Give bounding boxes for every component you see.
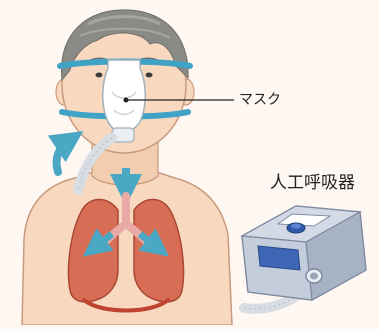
mask-label: マスク (239, 89, 281, 109)
right-eye (146, 73, 153, 78)
ventilator-label: 人工呼吸器 (270, 168, 355, 193)
ventilator-panel (258, 246, 300, 270)
mask-pointer-dot (124, 98, 129, 103)
left-eye (96, 73, 103, 78)
face-mask (103, 60, 146, 133)
